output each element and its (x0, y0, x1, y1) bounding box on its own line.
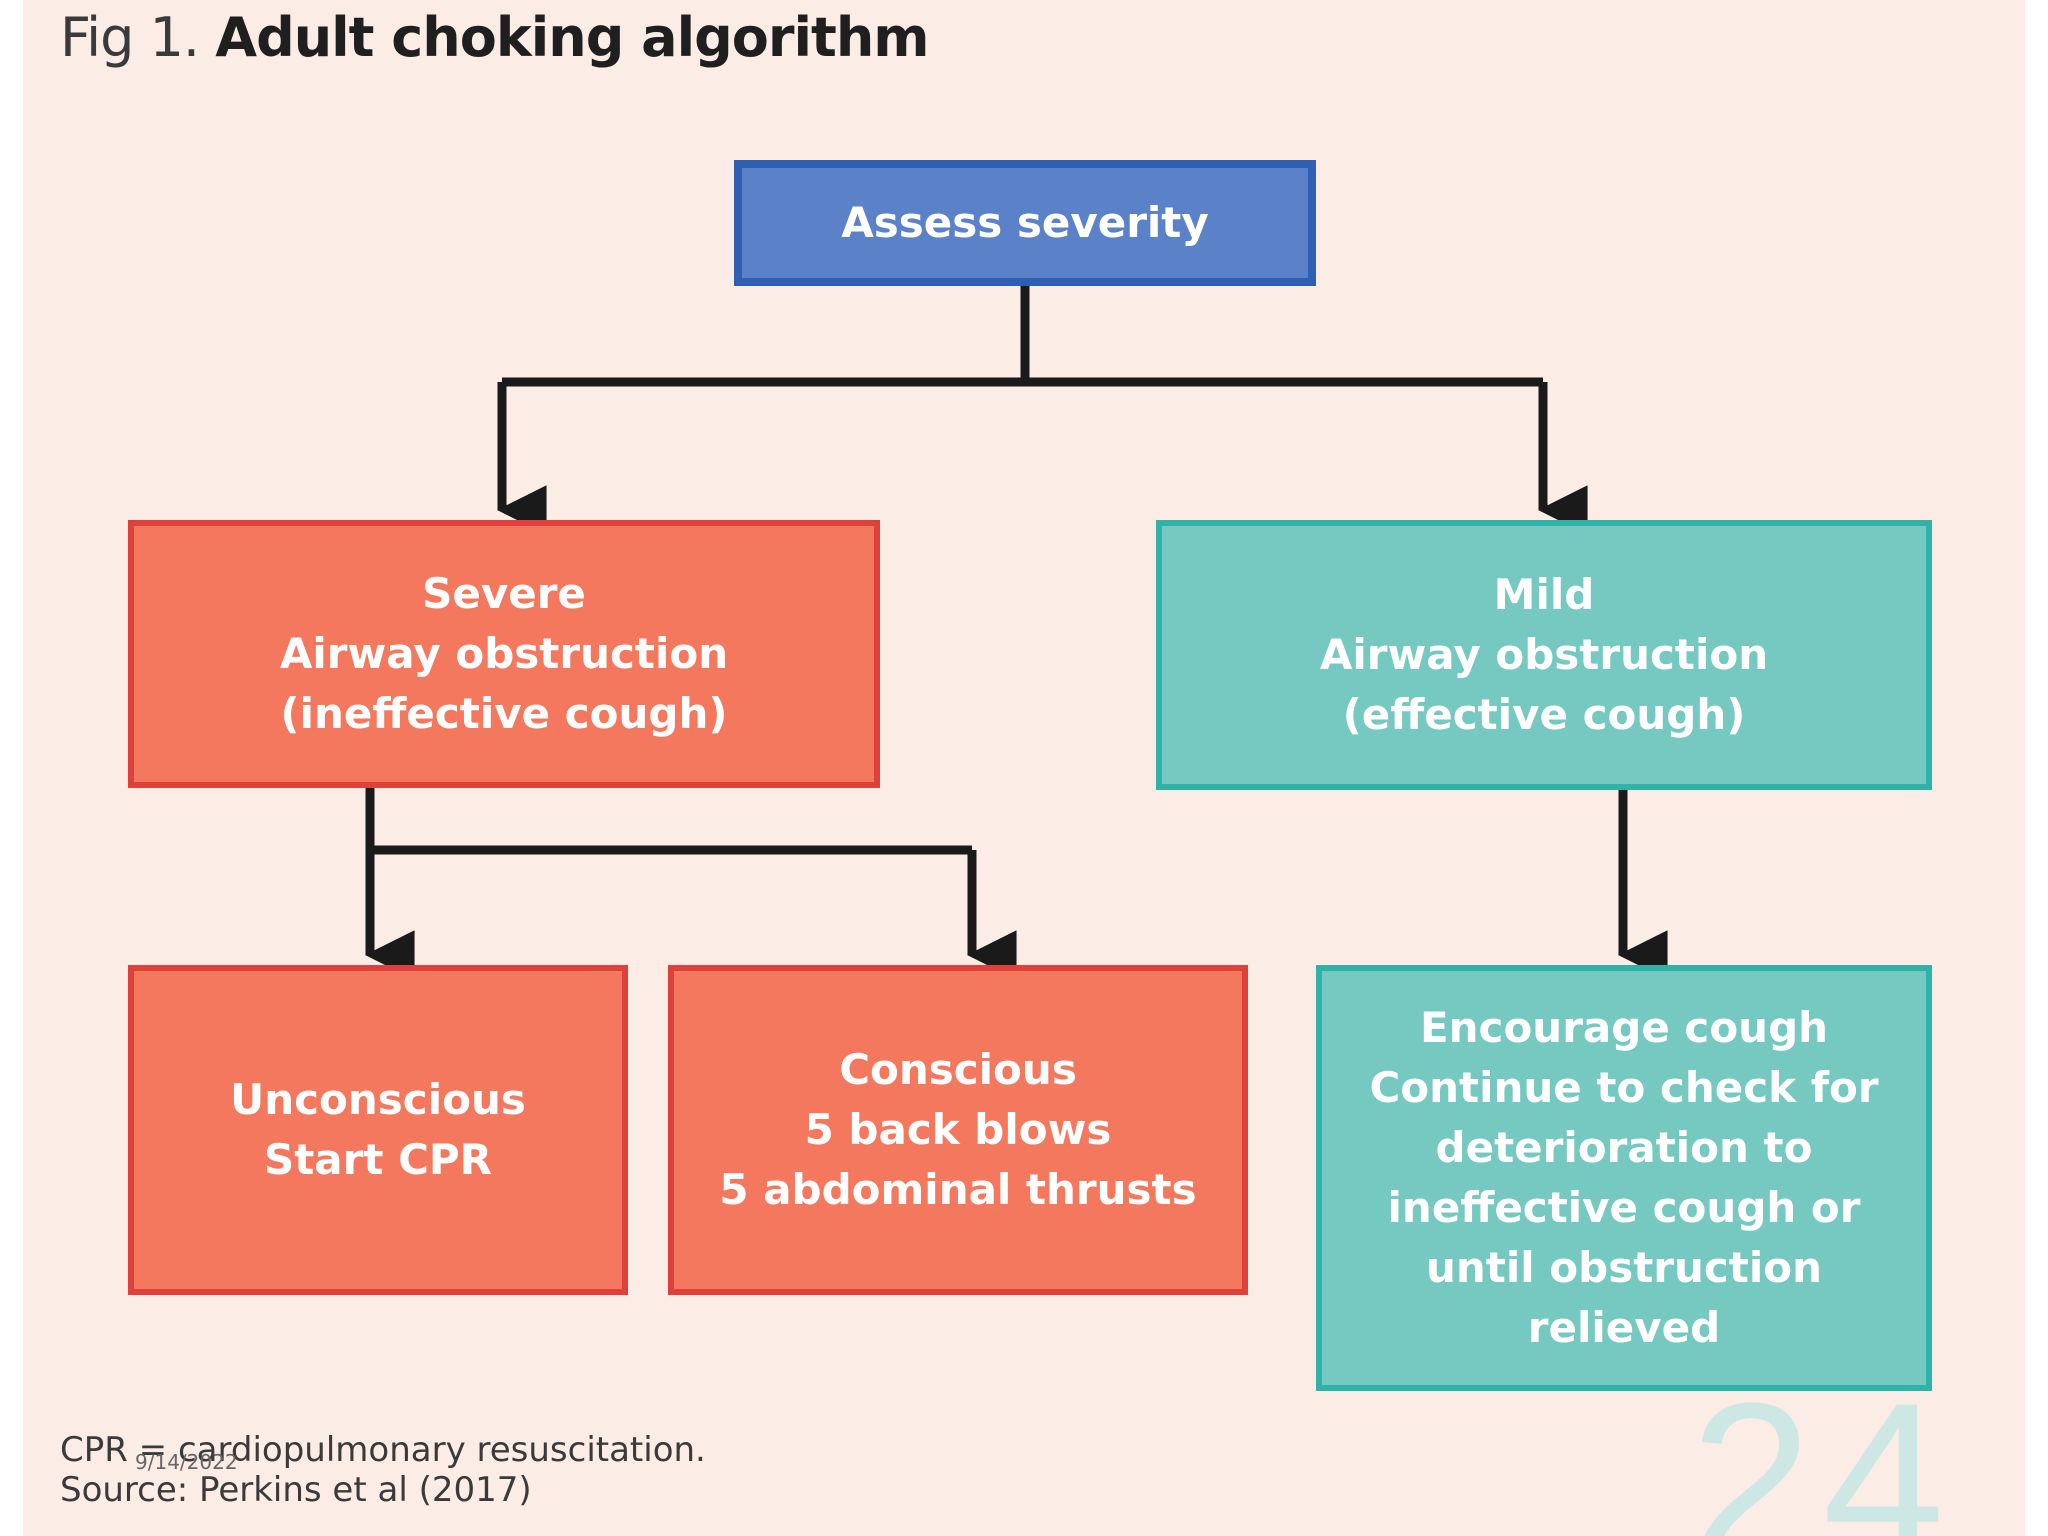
node-encourage-heading: Encourage cough (1419, 1003, 1829, 1052)
footnote-source: Source: Perkins et al (2017) (60, 1470, 532, 1510)
node-encourage-cough: Encourage cough Continue to check for de… (1316, 965, 1932, 1391)
node-severe-heading: Severe (422, 569, 586, 618)
node-mild: Mild Airway obstruction (effective cough… (1156, 520, 1932, 790)
node-unconscious-heading: Unconscious (230, 1075, 526, 1124)
node-conscious: Conscious 5 back blows 5 abdominal thrus… (668, 965, 1248, 1295)
node-mild-heading: Mild (1493, 570, 1595, 619)
node-encourage-line-4: ineffective cough or (1387, 1183, 1861, 1232)
figure-number: Fig 1. (60, 6, 200, 69)
node-unconscious-line-2: Start CPR (263, 1135, 493, 1184)
figure-title-text: Adult choking algorithm (215, 6, 929, 69)
figure-title: Fig 1. Adult choking algorithm (60, 6, 930, 69)
node-severe-line-3: (ineffective cough) (280, 689, 728, 738)
node-assess-severity: Assess severity (734, 160, 1316, 286)
node-conscious-line-3: 5 abdominal thrusts (719, 1165, 1197, 1214)
node-conscious-heading: Conscious (839, 1045, 1077, 1094)
slide-number: 24 (1690, 1357, 1955, 1536)
node-encourage-line-3: deterioration to (1435, 1123, 1813, 1172)
node-mild-line-2: Airway obstruction (1319, 630, 1769, 679)
node-conscious-line-2: 5 back blows (804, 1105, 1112, 1154)
node-mild-line-3: (effective cough) (1342, 690, 1746, 739)
node-encourage-line-6: relieved (1527, 1303, 1721, 1352)
footnote-abbreviation: CPR = cardiopulmonary resuscitation. (60, 1430, 706, 1470)
node-encourage-line-5: until obstruction (1425, 1243, 1823, 1292)
node-assess-label: Assess severity (841, 198, 1209, 247)
slide-date: 9/14/2022 (135, 1450, 238, 1474)
node-encourage-line-2: Continue to check for (1369, 1063, 1879, 1112)
node-unconscious: Unconscious Start CPR (128, 965, 628, 1295)
node-severe-line-2: Airway obstruction (279, 629, 729, 678)
node-severe: Severe Airway obstruction (ineffective c… (128, 520, 880, 788)
